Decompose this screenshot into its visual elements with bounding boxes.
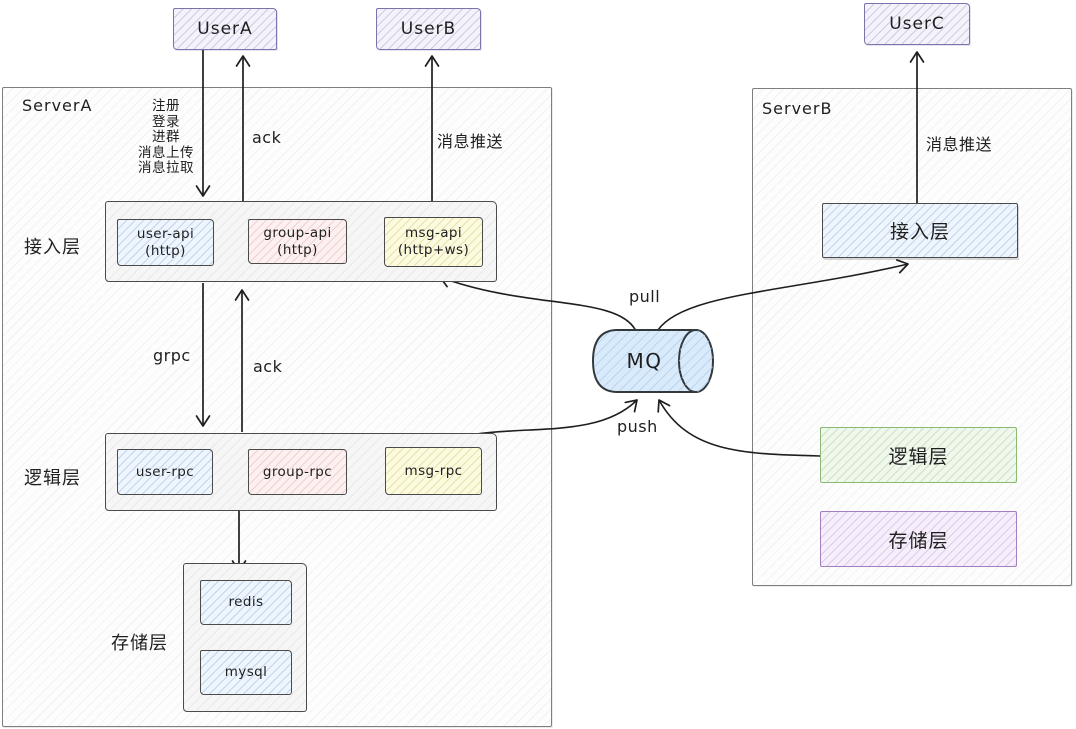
node-msg-api: msg-api (http+ws) xyxy=(384,217,483,267)
node-msg-rpc: msg-rpc xyxy=(385,447,482,495)
userc-label: UserC xyxy=(889,14,945,34)
node-redis: redis xyxy=(200,580,292,625)
node-userb: UserB xyxy=(376,8,481,50)
ops-line: 消息拉取 xyxy=(138,160,194,176)
node-logic-layer-b: 逻辑层 xyxy=(820,427,1017,483)
ops-line: 登录 xyxy=(152,113,180,130)
node-user-rpc: user-rpc xyxy=(117,449,213,495)
node-name: msg-api xyxy=(404,225,463,241)
ops-line: 注册 xyxy=(152,98,180,114)
node-name: 存储层 xyxy=(888,529,949,552)
node-name: mysql xyxy=(224,664,268,680)
servera-title: ServerA xyxy=(22,96,93,115)
node-storage-layer-b: 存储层 xyxy=(820,511,1017,567)
edge-label-ack-layers: ack xyxy=(253,357,283,376)
ops-line: 消息上传 xyxy=(138,144,194,161)
node-userc: UserC xyxy=(864,3,970,45)
edge-label-ack-usera: ack xyxy=(252,128,282,147)
node-name: msg-rpc xyxy=(404,462,463,479)
servera-request-ops: 注册 登录 进群 消息上传 消息拉取 xyxy=(120,98,212,177)
node-name: user-rpc xyxy=(135,463,195,480)
node-mysql: mysql xyxy=(200,650,292,695)
node-name: 逻辑层 xyxy=(888,445,949,468)
node-user-api: user-api (http) xyxy=(117,219,214,266)
node-name: group-rpc xyxy=(262,463,333,480)
usera-label: UserA xyxy=(197,19,253,39)
userb-label: UserB xyxy=(400,19,457,39)
node-name: group-api xyxy=(263,224,332,241)
serverb-container xyxy=(752,88,1072,586)
storage-layer-label-a: 存储层 xyxy=(111,633,168,654)
edge-label-grpc: grpc xyxy=(153,346,191,365)
mq-label: MQ xyxy=(626,349,663,373)
node-proto: (http+ws) xyxy=(397,242,470,258)
node-group-api: group-api (http) xyxy=(248,219,347,264)
node-proto: (http) xyxy=(277,241,318,258)
node-group-rpc: group-rpc xyxy=(248,449,347,495)
edge-label-push-userb: 消息推送 xyxy=(437,132,504,151)
logic-layer-label-a: 逻辑层 xyxy=(24,468,81,489)
node-access-layer-b: 接入层 xyxy=(822,203,1018,258)
serverb-title: ServerB xyxy=(762,99,833,118)
edge-label-push: push xyxy=(617,417,658,436)
edge-label-push-userc: 消息推送 xyxy=(926,135,993,154)
servera-container xyxy=(2,87,552,727)
node-name: user-api xyxy=(136,225,195,242)
node-name: 接入层 xyxy=(889,221,950,243)
edge-label-pull: pull xyxy=(629,287,661,306)
node-usera: UserA xyxy=(173,8,277,50)
node-name: redis xyxy=(228,594,264,610)
ops-line: 进群 xyxy=(152,129,180,145)
curve-mq-pull-to-msgapi xyxy=(439,273,637,332)
curve-logicb-push-to-mq xyxy=(657,399,821,457)
access-layer-label-a: 接入层 xyxy=(24,237,81,258)
curve-mq-pull-to-accessb xyxy=(657,259,909,331)
mq-cylinder xyxy=(591,329,714,393)
node-proto: (http) xyxy=(145,242,186,259)
